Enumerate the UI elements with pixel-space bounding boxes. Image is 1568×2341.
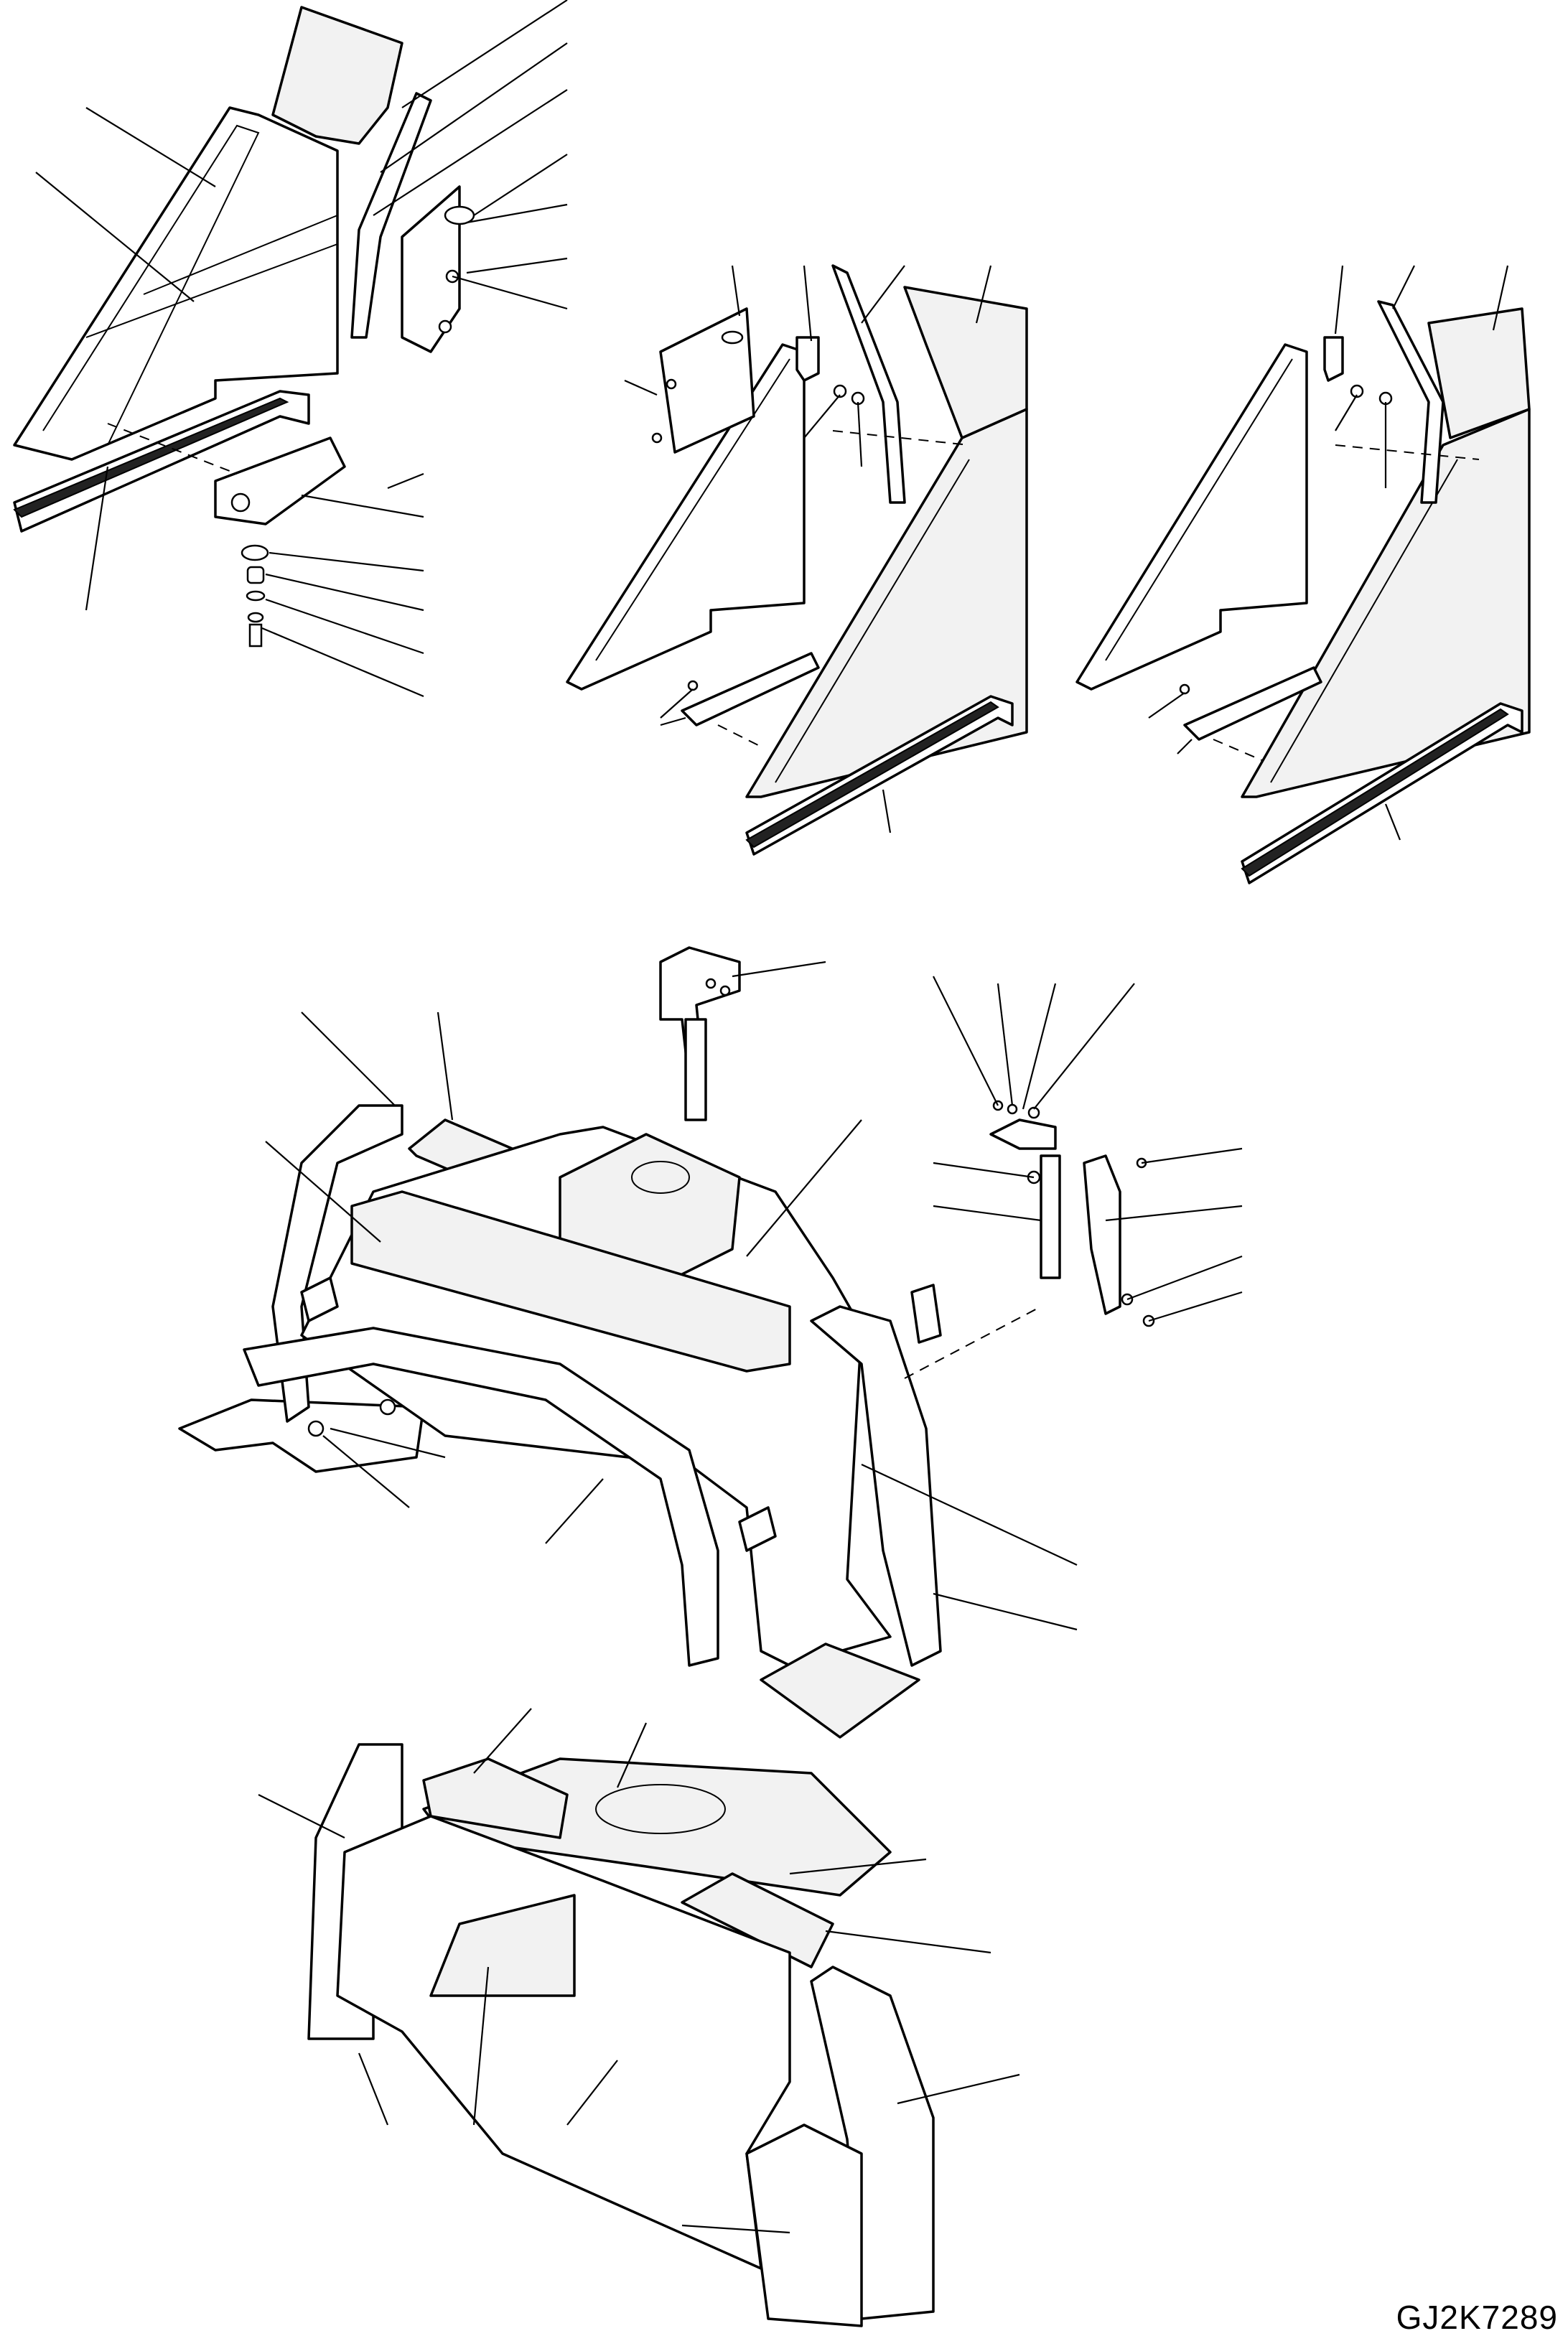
view-top-left (13, 0, 568, 698)
curved-trim-strip (1377, 300, 1445, 504)
gas-spring (1040, 1154, 1061, 1279)
hook-bracket (300, 1276, 339, 1322)
top-cover-plate (903, 286, 1028, 439)
seat-mount-hole (595, 1784, 726, 1834)
hook-bracket (1323, 336, 1344, 382)
lower-bracket (681, 652, 820, 726)
rubber-seal (13, 390, 310, 533)
right-side-panel (810, 1305, 942, 1667)
side-panel (13, 106, 339, 461)
gas-spring-stay (1083, 1154, 1121, 1315)
side-panel (1075, 343, 1308, 691)
side-panel (566, 343, 806, 691)
lower-bracket (1183, 666, 1322, 741)
hook-bracket (795, 336, 820, 382)
hook-bracket-2 (738, 1506, 777, 1552)
front-frame (1241, 408, 1531, 798)
lower-front-panel (745, 2123, 863, 2327)
view-middle-housing (178, 946, 1243, 1739)
insulation-patch (429, 1894, 576, 1997)
top-cover-plate (271, 6, 403, 145)
mounting-bracket (659, 307, 755, 454)
gas-spring-upper (684, 1018, 707, 1121)
front-curved-trim (243, 1327, 719, 1667)
rubber-mount (241, 544, 269, 561)
gas-spring-lower-bracket (989, 1118, 1057, 1150)
view-top-middle (566, 264, 1028, 856)
top-pad (422, 1757, 569, 1839)
base-plate (178, 1398, 425, 1473)
curved-trim-strip (831, 264, 906, 504)
seat-mount-hole (631, 1161, 690, 1194)
view-top-right (1075, 265, 1531, 884)
floor-plate (760, 1643, 920, 1739)
latch-plate (910, 1284, 942, 1344)
view-bottom-housing (258, 1708, 1020, 2327)
curved-trim-strip (350, 92, 432, 339)
front-frame (745, 408, 1028, 798)
cross-bar (350, 1190, 791, 1373)
drawing-code: GJ2K7289 (1396, 2299, 1558, 2336)
lower-bracket (214, 436, 346, 525)
